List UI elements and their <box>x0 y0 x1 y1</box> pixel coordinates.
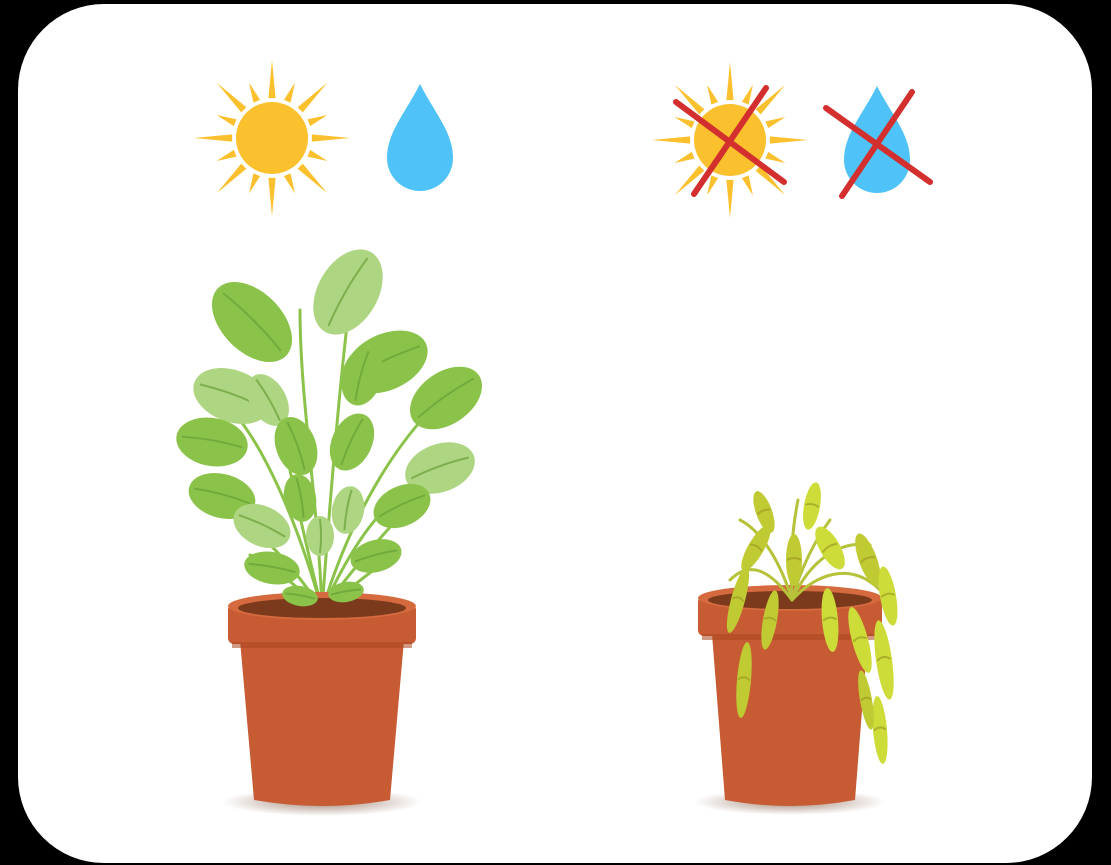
sun-ray <box>742 175 753 195</box>
sun-ray <box>707 175 718 195</box>
sun-ray <box>298 83 328 113</box>
sun-ray <box>217 83 247 113</box>
sun-ray <box>194 134 232 141</box>
leaf <box>347 534 406 578</box>
leaf <box>328 484 368 537</box>
sun-ray <box>249 83 260 103</box>
sun-ray <box>284 83 295 103</box>
leaf <box>306 516 334 556</box>
sun-ray <box>726 180 733 218</box>
illustration-panel <box>18 4 1092 863</box>
sun-ray <box>268 178 275 216</box>
sun-ray <box>652 136 690 143</box>
sun-ray <box>284 173 295 193</box>
water-drop-icon-left <box>387 84 453 191</box>
leaf <box>870 696 890 765</box>
sun-ray <box>217 150 237 161</box>
sun-ray <box>770 136 808 143</box>
sun-ray <box>765 117 785 128</box>
sun-ray <box>675 117 695 128</box>
leaf <box>800 481 824 531</box>
healthy-plant <box>172 237 493 610</box>
sun-ray <box>307 115 327 126</box>
illustration-svg <box>18 4 1092 863</box>
sun-ray <box>249 173 260 193</box>
leaf <box>280 472 320 525</box>
sun-ray <box>312 134 350 141</box>
sun-ray <box>675 152 695 163</box>
leaf <box>197 267 307 377</box>
sun-icon-left <box>194 60 350 216</box>
leaf <box>321 406 383 477</box>
sun-ray <box>298 164 328 194</box>
leaf <box>871 619 898 700</box>
healthy-pot <box>222 592 422 816</box>
sun-ray <box>707 85 718 105</box>
leaf <box>786 534 802 586</box>
sun-ray <box>268 60 275 98</box>
sun-ray <box>217 115 237 126</box>
sun-ray <box>765 152 785 163</box>
sun-ray <box>742 85 753 105</box>
sun-ray <box>726 62 733 100</box>
leaf <box>299 237 397 347</box>
sun-ray <box>217 164 247 194</box>
sun-ray <box>307 150 327 161</box>
